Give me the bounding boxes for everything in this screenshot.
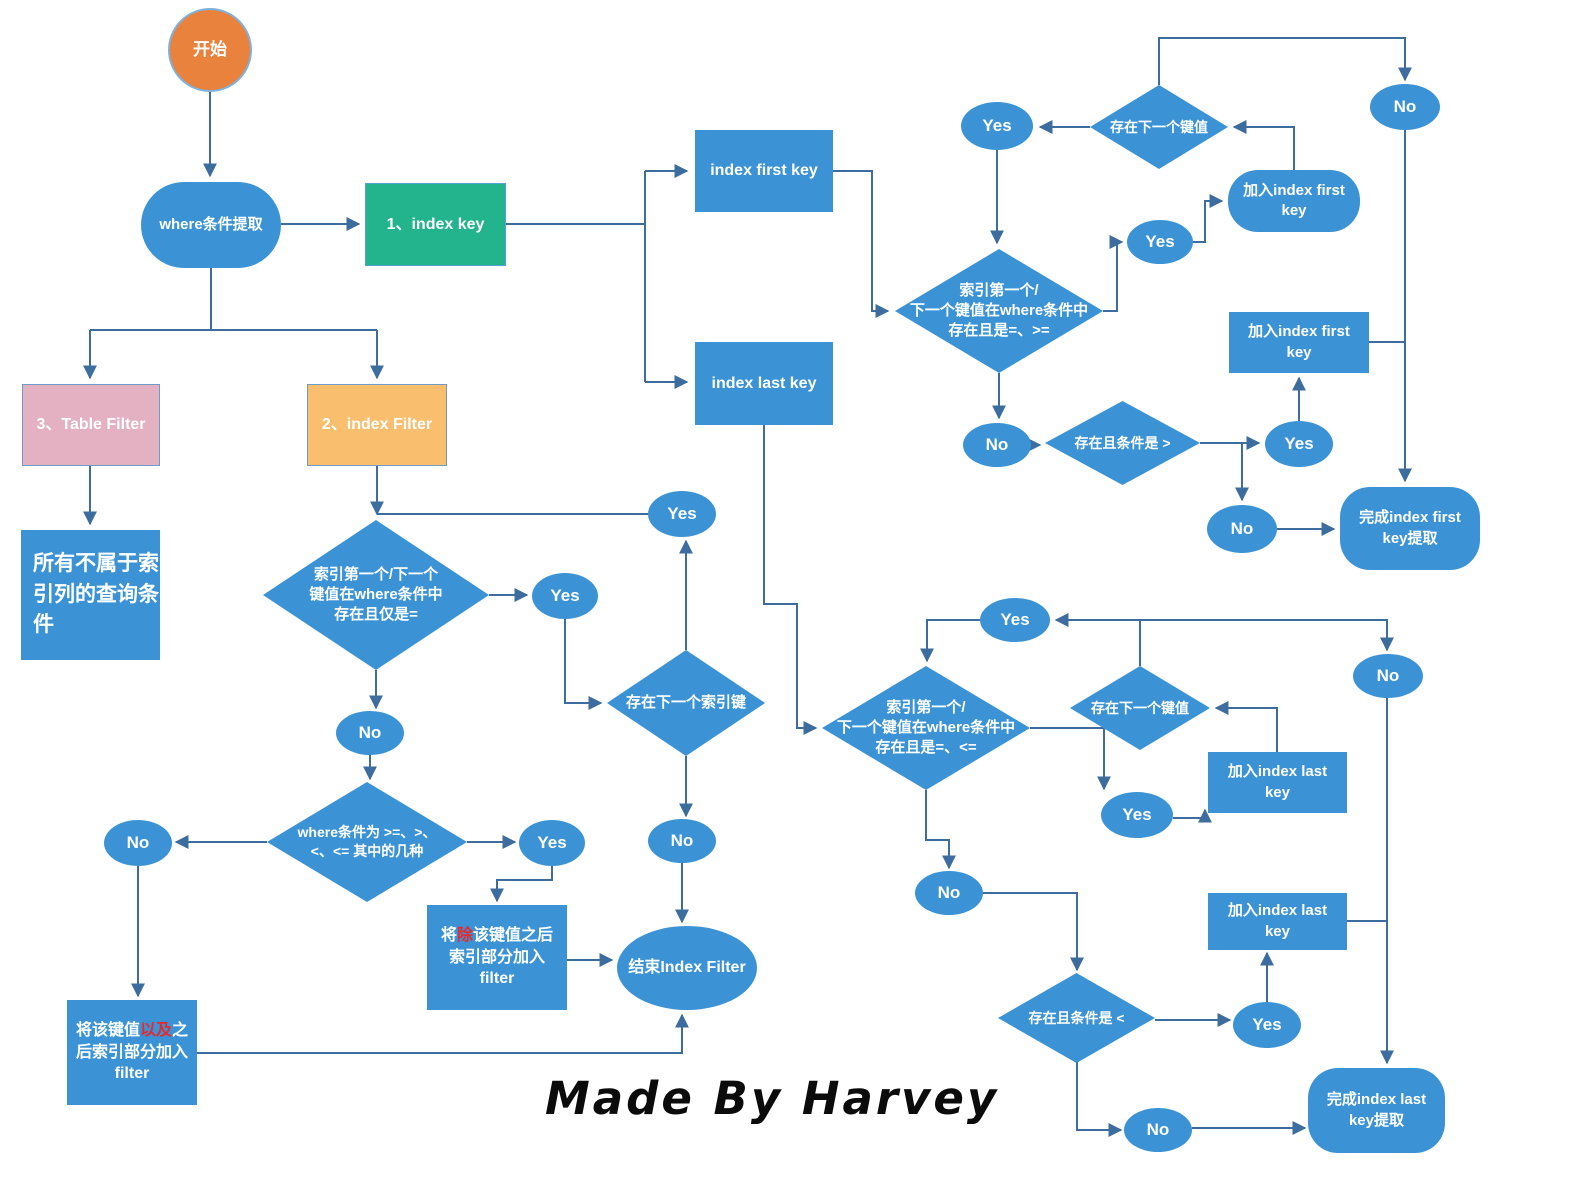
- no-ellipse-first-cond: No: [963, 423, 1031, 467]
- yes-ellipse-operators: Yes: [519, 820, 585, 866]
- add-rest-to-filter-box: 将除该键值之后 索引部分加入 filter: [427, 905, 567, 1010]
- yes-ellipse-lt: Yes: [1233, 1002, 1301, 1048]
- no-ellipse-operators: No: [104, 820, 172, 866]
- no-ellipse-last-cond: No: [915, 871, 983, 915]
- where-condition-extract-node: where条件提取: [141, 182, 281, 268]
- red-highlight-text: 以及: [139, 1022, 172, 1040]
- add-index-last-key-box-1: 加入index last key: [1208, 752, 1347, 813]
- red-highlight-text: 除: [456, 927, 473, 945]
- no-ellipse-filter-cond: No: [336, 711, 404, 755]
- add-index-first-key-box: 加入index first key: [1229, 312, 1369, 373]
- yes-ellipse-last-cond: Yes: [1101, 792, 1173, 838]
- start-node: 开始: [168, 8, 252, 92]
- table-filter-step: 3、Table Filter: [22, 384, 160, 466]
- yes-ellipse-filter-loop: Yes: [648, 491, 716, 537]
- no-ellipse-gt: No: [1207, 505, 1277, 553]
- non-index-conditions-box: 所有不属于索 引列的查询条 件: [21, 530, 160, 660]
- done-index-last-key-node: 完成index last key提取: [1308, 1068, 1445, 1153]
- index-key-step: 1、index key: [365, 183, 506, 266]
- yes-ellipse-filter-cond: Yes: [532, 573, 598, 619]
- yes-ellipse-last-loop: Yes: [980, 598, 1050, 642]
- yes-ellipse-gt: Yes: [1265, 421, 1333, 467]
- no-ellipse-first-finish: No: [1370, 84, 1440, 130]
- no-ellipse-last-finish: No: [1353, 654, 1423, 698]
- author-signature: Made By Harvey: [545, 1072, 1000, 1125]
- end-index-filter-node: 结束Index Filter: [617, 926, 757, 1010]
- yes-ellipse-first-loop: Yes: [961, 102, 1033, 150]
- no-ellipse-lt: No: [1124, 1108, 1192, 1152]
- done-index-first-key-node: 完成index first key提取: [1340, 487, 1480, 570]
- index-first-key-box: index first key: [695, 130, 833, 212]
- index-last-key-box: index last key: [695, 342, 833, 425]
- no-ellipse-next-index-key: No: [648, 819, 716, 863]
- add-key-and-rest-to-filter-box: 将该键值以及之 后索引部分加入 filter: [67, 1000, 197, 1105]
- add-index-last-key-box-2: 加入index last key: [1208, 893, 1347, 950]
- index-filter-step: 2、index Filter: [307, 384, 447, 466]
- add-index-first-key-rounded: 加入index first key: [1228, 170, 1360, 232]
- yes-ellipse-first-cond: Yes: [1127, 220, 1193, 264]
